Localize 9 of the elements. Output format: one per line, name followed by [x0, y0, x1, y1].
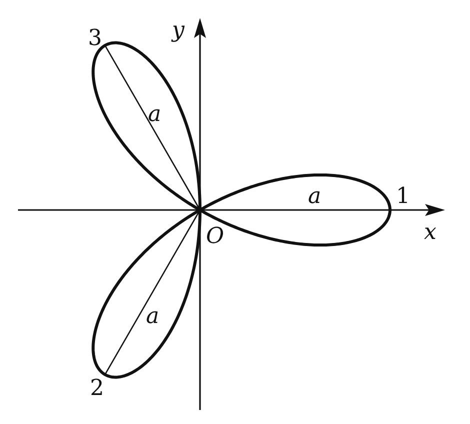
- origin-label: O: [206, 226, 224, 248]
- axis-label: y: [172, 20, 184, 42]
- length-label: a: [148, 104, 162, 126]
- length-label: a: [308, 186, 322, 208]
- petal-number: 3: [88, 28, 102, 50]
- petal-number: 2: [90, 378, 104, 400]
- axis-label: x: [424, 222, 436, 244]
- petal-number: 1: [396, 186, 410, 208]
- length-label: a: [146, 306, 160, 328]
